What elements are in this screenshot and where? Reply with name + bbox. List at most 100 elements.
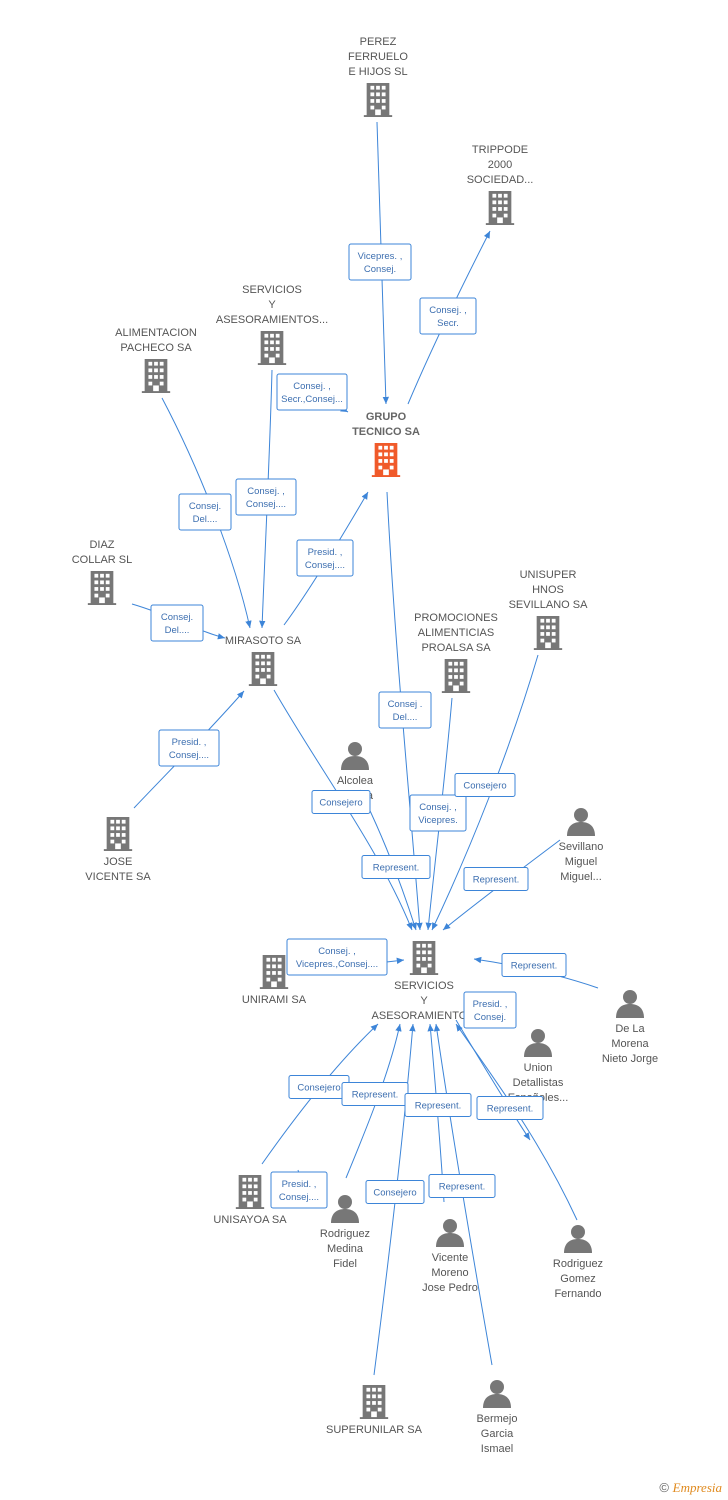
edge-label-text: Consej.... (305, 560, 345, 571)
node-label: TRIPPODE (472, 144, 528, 156)
node-label: Jose Pedro (422, 1282, 478, 1294)
edge-label-servtop-grupo[interactable]: Consej. ,Secr.,Consej... (276, 373, 348, 411)
node-label: DIAZ (89, 539, 114, 551)
edge-servmain-union[interactable] (455, 1019, 531, 1141)
node-union[interactable]: UnionDetallistasEspañoles... (508, 1029, 569, 1104)
person-icon (331, 1195, 359, 1223)
edge-label-superunilar-servmain[interactable]: Consejero (365, 1180, 425, 1204)
edge-label-text: Represent. (352, 1090, 398, 1101)
building-icon (409, 941, 439, 975)
edge-label-unisayoa-presid[interactable]: Presid. ,Consej.... (270, 1171, 328, 1209)
node-label: SERVICIOS (394, 980, 454, 992)
edge-label-box (378, 691, 432, 729)
edge-label-text: Del.... (393, 712, 418, 723)
edge-label-perez-grupo[interactable]: Vicepres. ,Consej. (348, 243, 412, 281)
edge-unisuper-servmain[interactable] (431, 654, 539, 931)
node-label: Rodriguez (553, 1258, 603, 1270)
node-diaz[interactable]: DIAZ COLLAR SL (72, 539, 133, 605)
node-label: Union (524, 1062, 553, 1074)
edge-label-text: Vicepres. , (358, 251, 403, 262)
node-label: Bermejo (477, 1413, 518, 1425)
node-sevillano[interactable]: SevillanoMiguelMiguel... (559, 808, 604, 883)
node-superunilar[interactable]: SUPERUNILAR SA (326, 1385, 423, 1436)
footer-brand: © Empresia (659, 1480, 722, 1496)
node-label: Fernando (554, 1288, 601, 1300)
node-label: SEVILLANO SA (509, 599, 589, 611)
node-servicios_main[interactable]: SERVICIOSYASESORAMIENTO... (372, 941, 477, 1022)
building-icon (533, 616, 563, 650)
edge-label-jose-mirasoto[interactable]: Presid. ,Consej.... (158, 729, 220, 767)
edge-label-servmain-union[interactable]: Presid. , Consej. (463, 991, 517, 1029)
node-mirasoto[interactable]: MIRASOTO SA (225, 635, 302, 686)
edge-label-delamorena-servmain[interactable]: Represent. (501, 953, 567, 977)
node-unirami[interactable]: UNIRAMI SA (242, 955, 307, 1006)
edge-label-vicente-servmain[interactable]: Represent. (428, 1174, 496, 1198)
node-trippode[interactable]: TRIPPODE2000SOCIEDAD... (467, 144, 534, 225)
edge-label-box (178, 493, 232, 531)
edge-label-box (286, 938, 388, 976)
edge-label-box (476, 1096, 544, 1120)
edge-label-text: Consej.... (169, 750, 209, 761)
building-icon (257, 331, 287, 365)
edge-label-text: Del.... (193, 514, 218, 525)
edge-label-mirasoto-grupo[interactable]: Presid. , Consej.... (296, 539, 354, 577)
edge-label-text: Represent. (373, 863, 419, 874)
node-label: GRUPO (366, 411, 407, 423)
edge-label-box (348, 243, 412, 281)
edge-label-alcolea-servmain[interactable]: Consejero (311, 790, 371, 814)
person-icon (483, 1380, 511, 1408)
node-label: E HIJOS SL (348, 66, 407, 78)
edge-label-unisayoa-servmain[interactable]: Consejero (288, 1075, 350, 1099)
edge-label-sevillano-servmain[interactable]: Represent. (463, 867, 529, 891)
edge-label-unisuper-servmain[interactable]: Consejero (454, 773, 516, 797)
edge-label-text: Consej. (161, 612, 193, 623)
node-label: Ismael (481, 1443, 513, 1455)
node-servicios_top[interactable]: SERVICIOSYASESORAMIENTOS... (216, 284, 328, 365)
edge-label-servtop-mirasoto[interactable]: Consej. ,Consej.... (235, 478, 297, 516)
node-label: Y (268, 299, 276, 311)
edge-label-text: Presid. , (308, 547, 343, 558)
edge-label-diaz-mirasoto[interactable]: Consej.Del.... (150, 604, 204, 642)
edge-label-grupo-servmain[interactable]: Consej . Del.... (378, 691, 432, 729)
edge-label-box (235, 478, 297, 516)
edge-label-unirami-servmain[interactable]: Consej. ,Vicepres.,Consej.... (286, 938, 388, 976)
edge-label-text: Presid. , (282, 1179, 317, 1190)
edge-label-grupo-trippode[interactable]: Consej. ,Secr. (419, 297, 477, 335)
edge-label-mirasoto-servmain[interactable]: Represent. (361, 855, 431, 879)
node-label: Miguel... (560, 871, 602, 883)
node-label: COLLAR SL (72, 554, 133, 566)
node-unisayoa[interactable]: UNISAYOA SA (213, 1175, 287, 1226)
edge-label-promo-servmain[interactable]: Consej. ,Vicepres. (409, 794, 467, 832)
edge-label-alim-mirasoto[interactable]: Consej.Del.... (178, 493, 232, 531)
edge-label-text: Consej. , (247, 486, 285, 497)
edge-label-text: Consej . (388, 699, 423, 710)
edge-label-text: Consej. (474, 1012, 506, 1023)
edge-label-box (463, 991, 517, 1029)
edge-label-rodmedina-servmain[interactable]: Represent. (341, 1082, 409, 1106)
empresia-logo[interactable]: Empresia (672, 1480, 722, 1495)
edge-label-box (501, 953, 567, 977)
node-label: Vicente (432, 1252, 469, 1264)
edge-label-box (361, 855, 431, 879)
node-label: 2000 (488, 159, 512, 171)
edge-label-bermejo-servmain[interactable]: Represent. (404, 1093, 472, 1117)
node-label: ASESORAMIENTO... (372, 1010, 477, 1022)
edge-label-text: Presid. , (473, 999, 508, 1010)
node-label: UNISUPER (520, 569, 577, 581)
building-icon (103, 817, 133, 851)
edge-label-rodgomez-servmain[interactable]: Represent. (476, 1096, 544, 1120)
edge-label-box (276, 373, 348, 411)
edge-label-text: Represent. (511, 961, 557, 972)
